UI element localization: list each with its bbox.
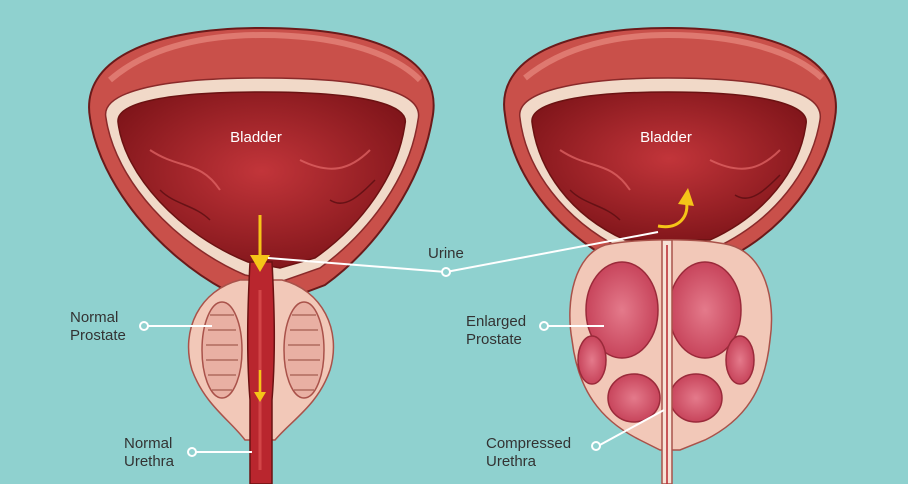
normal-prostate-right-lobe-ridges: [288, 314, 320, 391]
normal-bladder-fold-3: [329, 179, 376, 204]
normal-prostate-left-lobe-ridges: [206, 314, 238, 391]
normal-prostate: [187, 261, 335, 484]
normal-bladder-lumen: [117, 91, 406, 269]
normal-prostate-leader-dot: [139, 321, 149, 331]
normal-prostate-label-line1: Normal: [70, 309, 118, 326]
urine-label: Urine: [428, 245, 464, 262]
enlarged-prostate-far-right-lobe: [725, 335, 755, 385]
normal-prostate-label-line2: Prostate: [70, 327, 126, 344]
enlarged-bladder-dome-highlight: [523, 31, 825, 81]
urine-flow-arrowhead-lower: [254, 392, 266, 402]
compressed-urethra-leader: [597, 409, 665, 447]
normal-bladder-fold-4: [159, 189, 211, 221]
enlarged-prostate-lower-left-lobe: [607, 373, 661, 423]
blocked-urine-flow: [657, 188, 694, 229]
leader-dots: [139, 267, 601, 457]
normal-urethra-label-line1: Normal: [124, 435, 172, 452]
enlarged-bladder-fold-2: [709, 149, 781, 170]
normal-bladder: [88, 26, 435, 301]
enlarged-bladder-lumen: [531, 91, 807, 241]
enlarged-bladder-fold-3: [734, 174, 781, 199]
enlarged-prostate-leader-dot: [539, 321, 549, 331]
enlarged-prostate-label-line2: Prostate: [466, 331, 522, 348]
enlarged-prostate: [569, 239, 773, 484]
compressed-urethra-leader-dot: [591, 441, 601, 451]
enlarged-prostate-far-left-lobe: [577, 335, 607, 385]
urine-return-arrowhead: [678, 188, 694, 206]
urine-leader-right: [445, 231, 659, 273]
normal-bladder-fold-1: [149, 149, 221, 191]
urine-flow-arrowhead-upper: [250, 255, 270, 272]
enlarged-bladder-fold-1: [559, 149, 631, 191]
bladder-label-left: Bladder: [230, 129, 282, 146]
normal-urethra-label-line2: Urethra: [124, 453, 175, 470]
enlarged-prostate-label-line1: Enlarged: [466, 313, 526, 330]
leader-lines: [148, 231, 665, 453]
enlarged-bladder: [503, 26, 837, 263]
compressed-urethra-label-line2: Urethra: [486, 453, 537, 470]
urine-leader-dot: [441, 267, 451, 277]
compressed-urethra-label-line1: Compressed: [486, 435, 571, 452]
normal-prostate-left-lobe: [201, 301, 243, 399]
enlarged-prostate-upper-left-lobe: [585, 261, 659, 359]
bladder-label-right: Bladder: [640, 129, 692, 146]
normal-bladder-fold-2: [299, 149, 371, 170]
enlarged-prostate-lower-right-lobe: [669, 373, 723, 423]
normal-urine-flow: [250, 215, 270, 402]
normal-urethra-leader-dot: [187, 447, 197, 457]
normal-prostate-right-lobe: [283, 301, 325, 399]
normal-bladder-dome-highlight: [108, 31, 423, 83]
enlarged-bladder-fold-4: [569, 189, 621, 221]
urine-leader-left: [267, 257, 447, 273]
